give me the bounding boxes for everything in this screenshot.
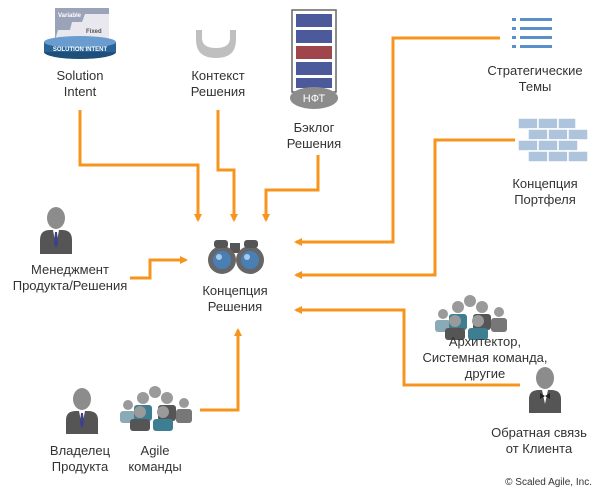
agile-teams-label: Agile команды — [128, 443, 182, 474]
solution-intent-icon: Variable Fixed SOLUTION INTENT — [44, 8, 116, 59]
copyright: © Scaled Agile, Inc. — [505, 477, 592, 488]
binoculars-icon — [208, 240, 264, 274]
backlog-label: Бэклог Решения — [286, 120, 342, 151]
backlog-icon: НФТ — [290, 9, 338, 109]
arrow-context — [216, 110, 238, 222]
customer-feedback-label: Обратная связь от Клиента — [491, 425, 587, 456]
strategic-themes-label: Стратегические Темы — [487, 63, 583, 94]
architect-label: Архитектор, Системная команда, другие — [422, 334, 548, 381]
customer-person-icon — [529, 367, 561, 413]
product-manager-person-icon — [40, 207, 72, 254]
architect-group-icon — [435, 295, 507, 340]
arrow-agile — [200, 328, 242, 412]
product-management-label: Менеджмент Продукта/Решения — [12, 262, 128, 293]
arrow-solution-intent — [78, 110, 202, 222]
product-owner-person-icon — [66, 388, 98, 434]
solution-intent-label: Solution Intent — [56, 68, 104, 99]
arrow-portfolio — [294, 138, 515, 279]
variable-text: Variable — [58, 13, 82, 19]
connector-arrows — [78, 36, 520, 412]
arrow-backlog — [262, 155, 320, 222]
arrow-feedback — [294, 306, 520, 387]
center-label: Концепция Решения — [202, 283, 268, 314]
product-owner-label: Владелец Продукта — [49, 443, 111, 474]
context-icon — [196, 30, 236, 58]
portfolio-icon — [517, 117, 589, 163]
arrow-strategic — [294, 36, 500, 246]
agile-teams-group-icon — [120, 386, 192, 431]
context-label: Контекст Решения — [190, 68, 246, 99]
portfolio-label: Концепция Портфеля — [512, 176, 578, 207]
arrow-product-mgmt — [130, 256, 188, 280]
solution-intent-band-text: SOLUTION INTENT — [53, 47, 108, 53]
nft-badge: НФТ — [303, 93, 326, 105]
fixed-text: Fixed — [86, 29, 102, 35]
strategic-themes-icon — [512, 18, 552, 48]
